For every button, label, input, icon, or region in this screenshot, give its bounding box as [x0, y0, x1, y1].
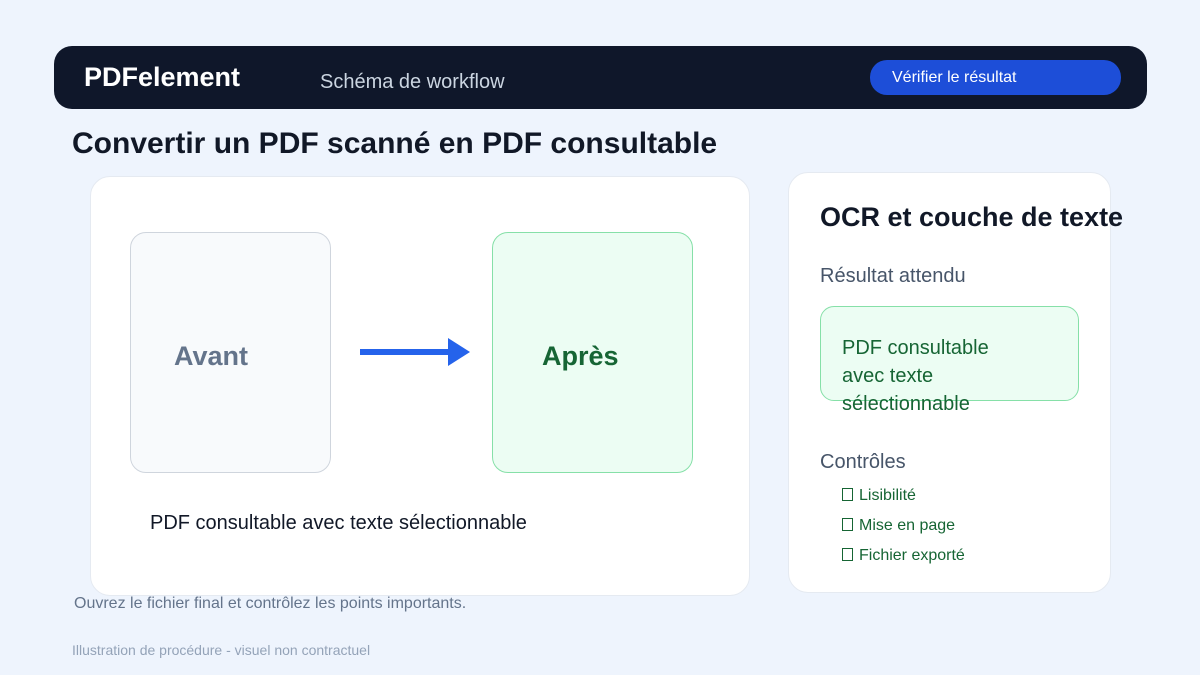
- instruction-text: Ouvrez le fichier final et contrôlez les…: [74, 595, 467, 612]
- before-document: Avant: [130, 232, 331, 473]
- expected-result-box: PDF consultable avec texte sélectionnabl…: [820, 306, 1079, 415]
- checkbox-icon: [842, 518, 853, 531]
- checks-list: Lisibilité Mise en page Fichier exporté: [842, 487, 965, 577]
- workflow-caption: PDF consultable avec texte sélectionnabl…: [150, 512, 527, 534]
- check-item-label: Mise en page: [859, 517, 956, 534]
- after-label: Après: [542, 341, 619, 371]
- before-label: Avant: [174, 341, 249, 371]
- check-item-label: Lisibilité: [859, 487, 916, 504]
- check-item-label: Fichier exporté: [859, 547, 965, 564]
- expected-result-text: PDF consultable avec texte sélectionnabl…: [842, 337, 989, 415]
- brand-logo: PDFelement: [84, 62, 241, 92]
- check-item: Fichier exporté: [842, 547, 965, 577]
- check-item: Lisibilité: [842, 487, 965, 517]
- checkbox-icon: [842, 548, 853, 561]
- page-title: Convertir un PDF scanné en PDF consultab…: [72, 127, 718, 160]
- workflow-card: Avant Après PDF consultable avec texte s…: [90, 176, 750, 596]
- after-document: Après: [492, 232, 693, 473]
- header-subtitle: Schéma de workflow: [320, 71, 505, 93]
- right-arrow-icon: [360, 338, 470, 366]
- ocr-side-panel: OCR et couche de texte Résultat attendu …: [788, 172, 1123, 593]
- checkbox-icon: [842, 488, 853, 501]
- expected-result-label: Résultat attendu: [820, 265, 966, 287]
- check-item: Mise en page: [842, 517, 965, 547]
- verify-result-button[interactable]: Vérifier le résultat: [870, 60, 1121, 95]
- side-panel-title: OCR et couche de texte: [820, 202, 1124, 232]
- disclaimer-text: Illustration de procédure - visuel non c…: [72, 642, 371, 658]
- top-bar: PDFelement Schéma de workflow Vérifier l…: [54, 46, 1147, 109]
- checks-label: Contrôles: [820, 451, 906, 473]
